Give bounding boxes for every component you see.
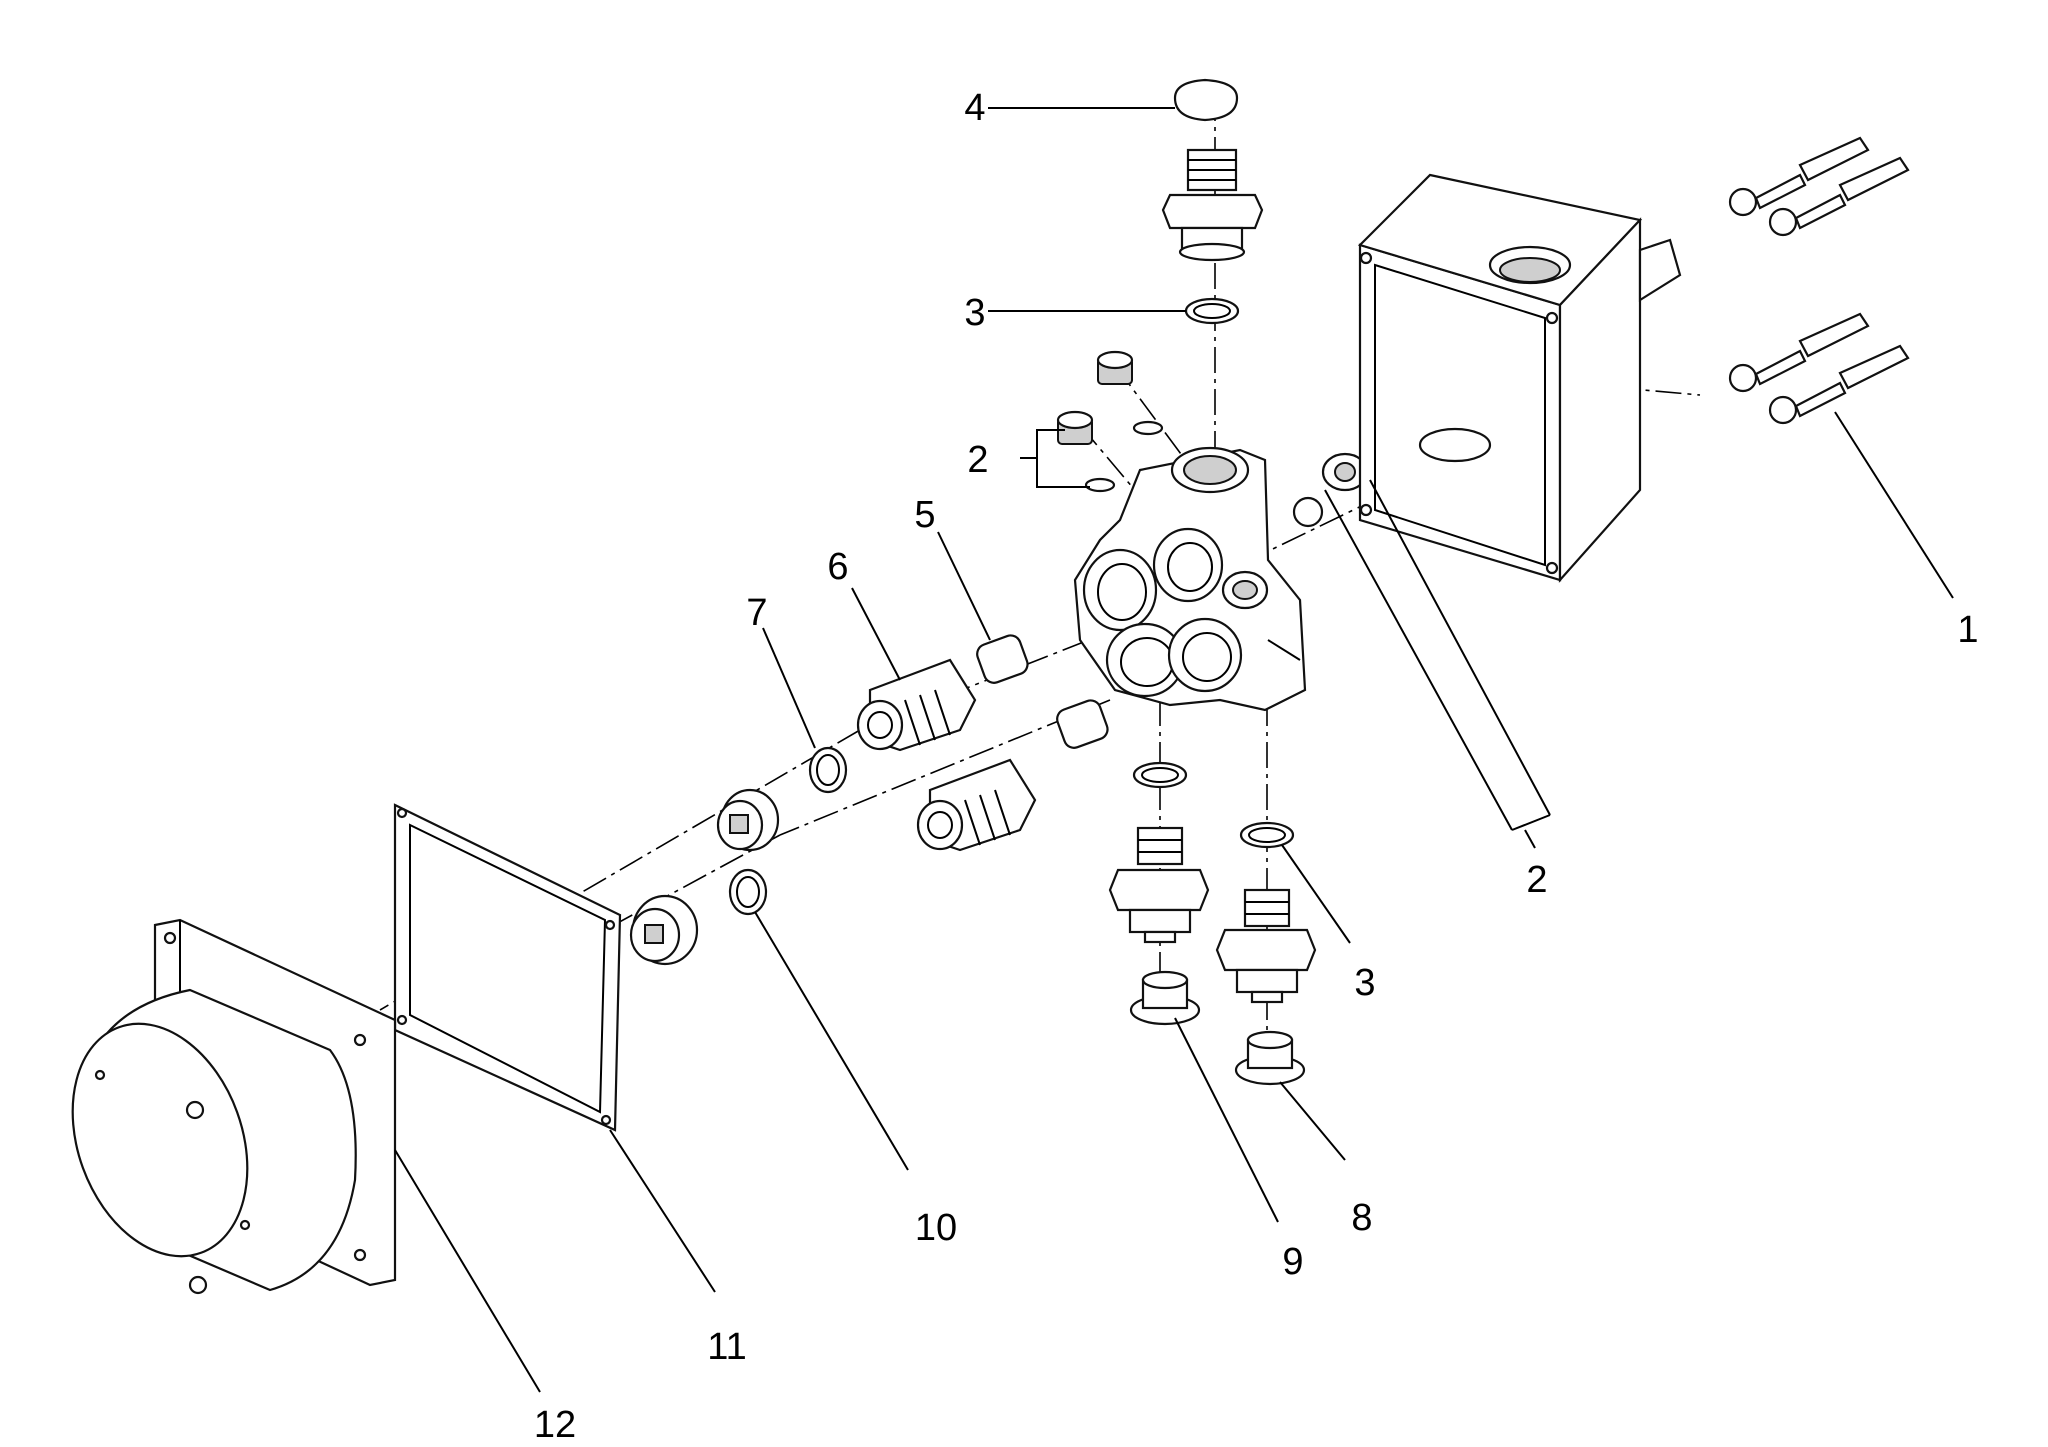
callout-4: 4 xyxy=(964,87,986,129)
lower-connector-left xyxy=(1108,826,1210,944)
callout-5: 5 xyxy=(914,494,936,536)
plug-cap-upper xyxy=(716,788,780,852)
washer-8 xyxy=(1234,1030,1306,1086)
small-plug-lower xyxy=(1056,410,1116,493)
small-plug-upper xyxy=(1096,350,1164,436)
anchor-screw-4 xyxy=(1768,344,1910,425)
anchor-screw-3 xyxy=(1728,312,1870,393)
cap-part xyxy=(1173,78,1239,122)
callout-12: 12 xyxy=(533,1404,577,1446)
callout-2-left: 2 xyxy=(967,439,989,481)
lower-connector-right xyxy=(1215,888,1317,1004)
lower-o-ring-left xyxy=(1132,761,1188,789)
upper-connector-part xyxy=(1161,148,1264,262)
callout-2-right: 2 xyxy=(1526,859,1548,901)
anchor-screw-1 xyxy=(1728,136,1870,217)
callout-7: 7 xyxy=(746,592,768,634)
callout-9: 9 xyxy=(1282,1241,1304,1283)
callout-6: 6 xyxy=(827,546,849,588)
callout-1: 1 xyxy=(1957,609,1979,651)
o-ring-7 xyxy=(808,746,848,794)
washer-9 xyxy=(1129,970,1201,1026)
cartridge-upper-part xyxy=(856,634,1029,752)
callout-8: 8 xyxy=(1351,1197,1373,1239)
plug-cap-lower xyxy=(629,894,699,966)
cartridge-lower-part xyxy=(916,699,1109,852)
callout-3-lower: 3 xyxy=(1354,962,1376,1004)
callout-10: 10 xyxy=(914,1207,958,1249)
cover-housing-part xyxy=(71,918,397,1295)
callout-11: 11 xyxy=(707,1326,747,1368)
valve-body-part xyxy=(1073,446,1307,712)
gasket-frame-part xyxy=(393,803,622,1132)
right-plug-part xyxy=(1292,452,1369,528)
leader-lines xyxy=(394,107,1954,1393)
o-ring-10 xyxy=(728,868,768,916)
anchor-screw-2 xyxy=(1768,156,1910,237)
mounting-box-part xyxy=(1357,173,1682,583)
callout-3-upper: 3 xyxy=(964,292,986,334)
lower-o-ring-right xyxy=(1239,821,1295,849)
